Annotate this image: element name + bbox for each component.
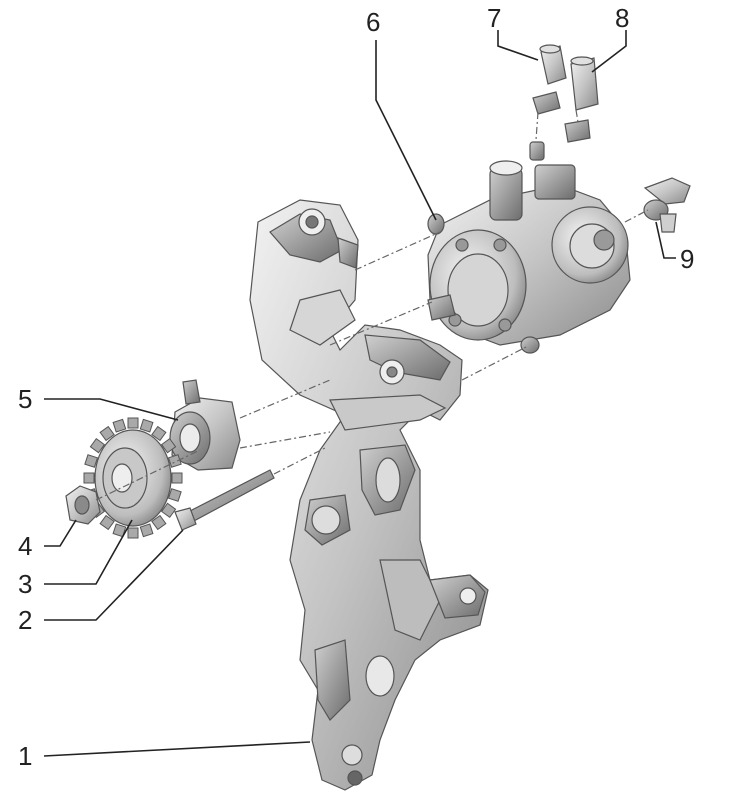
sprocket-tooth — [89, 437, 106, 454]
pipe-sleeve-7 — [532, 44, 567, 115]
sprocket-tooth — [127, 527, 139, 539]
sprocket-tooth — [151, 425, 167, 442]
sprocket-tooth — [160, 502, 177, 519]
sprocket-tooth — [83, 472, 95, 484]
leader-lines — [43, 30, 676, 757]
pipe-sleeve-8 — [564, 56, 599, 143]
callout-2: 2 — [18, 605, 32, 635]
callout-7: 7 — [487, 3, 501, 33]
sprocket-tooth — [99, 514, 115, 531]
sprocket-tooth — [167, 488, 182, 502]
sprocket-tooth — [151, 514, 167, 531]
callout-5: 5 — [18, 384, 32, 414]
sprocket-tooth — [171, 472, 183, 484]
union-fitting — [529, 141, 545, 161]
sprocket-tooth — [139, 418, 154, 433]
sprocket-tooth — [84, 454, 99, 468]
drive-sprocket — [83, 417, 183, 539]
pressure-sensor — [643, 177, 691, 233]
callout-6: 6 — [366, 7, 380, 37]
sprocket-tooth — [139, 523, 154, 538]
callout-9: 9 — [680, 244, 694, 274]
callout-1: 1 — [18, 741, 32, 771]
callout-3: 3 — [18, 569, 32, 599]
high-pressure-pump — [427, 160, 631, 354]
assembly-axis-lines — [95, 109, 649, 501]
callout-8: 8 — [615, 3, 629, 33]
sprocket-tooth — [99, 425, 115, 442]
sprocket-tooth — [160, 437, 177, 454]
sprocket-tooth — [112, 418, 127, 433]
callout-labels: 1 2 3 4 5 6 7 8 9 — [18, 3, 694, 771]
callout-4: 4 — [18, 531, 32, 561]
sprocket-tooth — [127, 417, 139, 429]
idler-housing — [169, 379, 241, 471]
mounting-bracket — [249, 199, 489, 791]
hex-nut — [65, 485, 101, 525]
long-bolt — [174, 469, 275, 531]
sprocket-tooth — [112, 523, 127, 538]
